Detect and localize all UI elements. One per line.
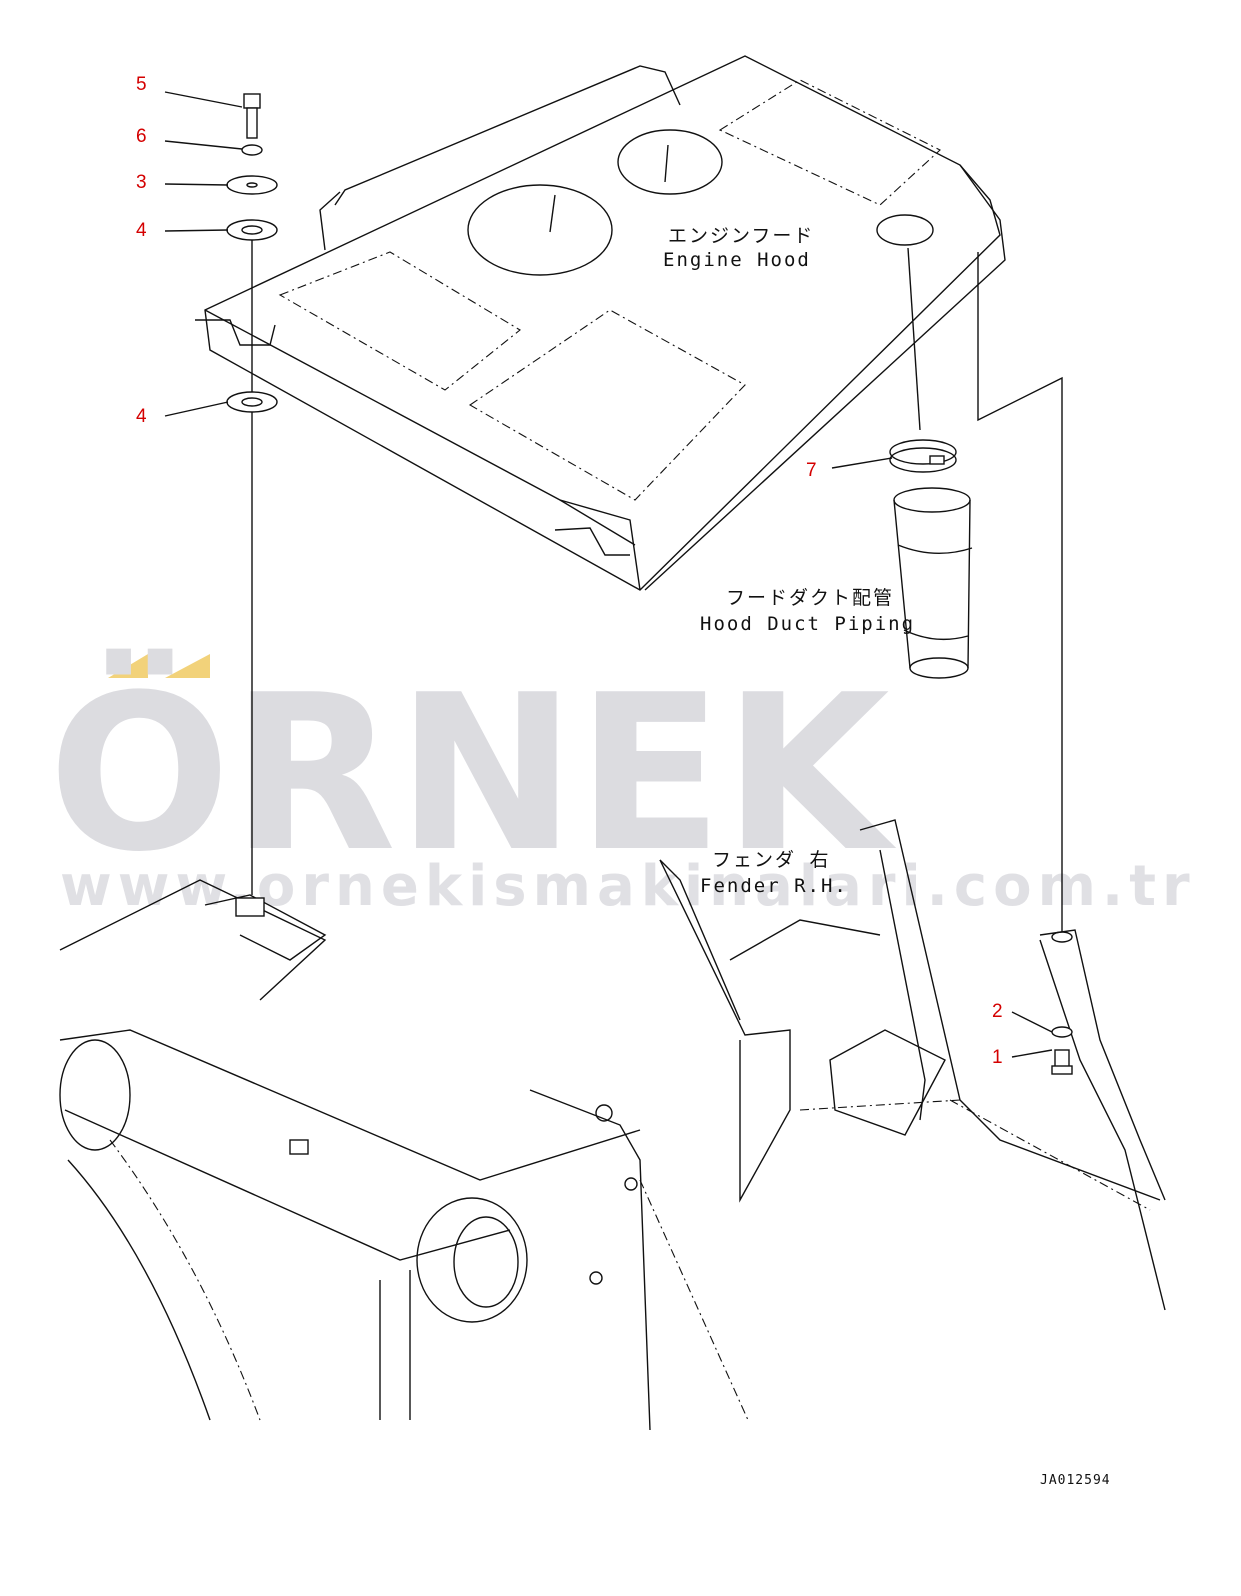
leader-4b — [164, 401, 229, 417]
watermark-accent-left — [108, 654, 148, 678]
leader-lines — [164, 91, 1053, 1058]
hood-duct-piping — [893, 487, 973, 679]
fender-label-ja: フェンダ 右 — [712, 849, 830, 871]
fender-label-en: Fender R.H. — [700, 875, 848, 897]
drawing-code: JA012594 — [1040, 1473, 1111, 1488]
watermark-url: www.ornekismakinalari.com.tr — [60, 854, 1196, 919]
callout-4-upper: 4 — [136, 220, 147, 241]
callout-7: 7 — [806, 460, 817, 481]
callout-2: 2 — [992, 1001, 1003, 1022]
chassis-frame — [59, 879, 749, 1431]
callout-6: 6 — [136, 126, 147, 147]
callouts: 5 6 3 4 4 7 2 1 — [136, 74, 1003, 1068]
leader-5 — [164, 91, 243, 108]
hood-duct-label-ja: フードダクト配管 — [726, 587, 894, 609]
watermark: ÖRNEK www.ornekismakinalari.com.tr — [48, 648, 1196, 919]
leader-3 — [164, 183, 229, 186]
leader-2 — [1011, 1011, 1053, 1033]
leader-1 — [1011, 1049, 1053, 1058]
fender-rh — [659, 819, 1166, 1311]
part-labels: エンジンフード Engine Hood フードダクト配管 Hood Duct P… — [663, 225, 915, 897]
engine-hood-label-en: Engine Hood — [663, 249, 811, 271]
watermark-accent-right — [165, 654, 210, 678]
hood-mount-hardware — [226, 93, 278, 895]
callout-5: 5 — [136, 74, 147, 95]
clamp-part — [889, 439, 957, 473]
leader-4a — [164, 229, 229, 232]
fender-guide-line — [907, 247, 1063, 932]
leader-6 — [164, 140, 243, 150]
hood-duct-label-en: Hood Duct Piping — [700, 613, 915, 635]
callout-4-lower: 4 — [136, 406, 147, 427]
engine-hood-label-ja: エンジンフード — [668, 225, 814, 247]
leader-7 — [831, 457, 893, 469]
callout-3: 3 — [136, 172, 147, 193]
callout-1: 1 — [992, 1047, 1003, 1068]
watermark-logo: ÖRNEK — [48, 648, 897, 899]
engine-hood — [195, 55, 1006, 591]
